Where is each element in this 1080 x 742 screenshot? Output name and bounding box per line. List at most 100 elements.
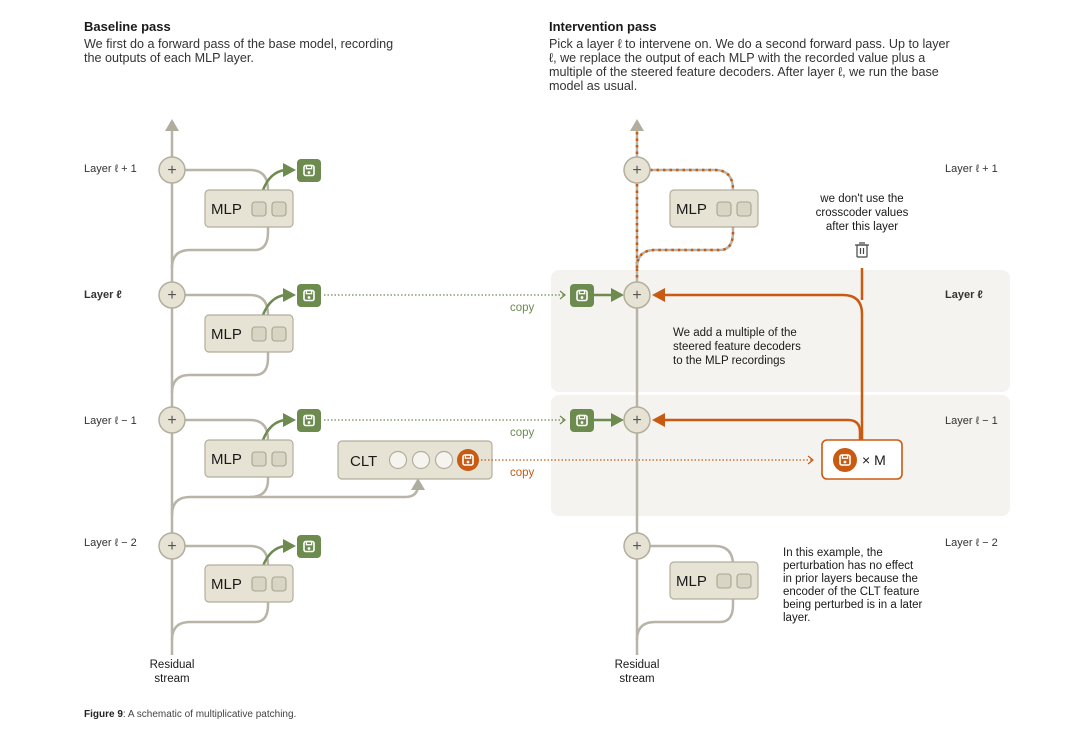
residual-stream-label: Residual (615, 659, 660, 671)
figure-caption: Figure 9: A schematic of multiplicative … (84, 709, 296, 720)
mlp-node: MLP (204, 189, 294, 228)
layer-label-l: Layer ℓ (945, 289, 983, 301)
mlp-node: MLP (204, 314, 294, 353)
baseline-description: We first do a forward pass of the base m… (84, 37, 394, 65)
scaled-feature-node: × M (821, 439, 903, 480)
layer-label-l-minus-2: Layer ℓ − 2 (84, 537, 137, 549)
copy-label: copy (510, 467, 535, 479)
save-icon (297, 159, 321, 182)
mlp-neuron-square (271, 451, 287, 467)
svg-text:crosscoder values: crosscoder values (816, 207, 909, 219)
mlp-neuron-square (251, 326, 267, 342)
copy-label: copy (510, 427, 535, 439)
svg-text:to the MLP recordings: to the MLP recordings (673, 355, 786, 367)
baseline-save-arrows (261, 168, 286, 567)
arrow-icon (611, 288, 624, 302)
svg-text:we don't use the: we don't use the (819, 193, 903, 205)
plus-icon: + (632, 412, 641, 429)
mlp-neuron-square (251, 451, 267, 467)
plus-icon: + (167, 412, 176, 429)
residual-add-node: + (158, 156, 186, 184)
mlp-node: MLP (204, 439, 294, 478)
arrow-icon (652, 288, 665, 302)
mlp-node: MLP (669, 189, 759, 228)
clt-save-icon (457, 449, 479, 471)
save-icon (297, 284, 321, 307)
discard-note: we don't use the crosscoder values after… (816, 193, 909, 233)
residual-stream-label: stream (154, 673, 189, 685)
mlp-label: MLP (211, 576, 242, 593)
save-icon (297, 535, 321, 558)
layer-l-panel (551, 270, 1010, 392)
svg-text:steered feature decoders: steered feature decoders (673, 341, 801, 353)
svg-text:after this layer: after this layer (826, 221, 898, 233)
svg-text:We add a multiple of the: We add a multiple of the (673, 327, 797, 339)
mlp-label: MLP (676, 201, 707, 218)
layer-l-minus-1-panel (551, 395, 1010, 516)
residual-add-node: + (158, 532, 186, 560)
residual-add-node: + (158, 281, 186, 309)
copy-arrow-icon (807, 455, 814, 465)
intervention-stream (630, 119, 644, 655)
mlp-neuron-square (716, 573, 732, 589)
copy-arrow-icon (559, 290, 566, 300)
residual-add-node: + (158, 406, 186, 434)
clt-input-arrow-icon (411, 478, 425, 490)
clt-feature-circle (434, 450, 454, 470)
arrow-icon (283, 163, 296, 177)
arrow-icon (283, 539, 296, 553)
residual-add-node: + (623, 281, 651, 309)
mlp-neuron-square (251, 576, 267, 592)
stream-arrow-icon (630, 119, 644, 131)
svg-text:in prior layers because the: in prior layers because the (783, 573, 918, 585)
layer-label-l-minus-1: Layer ℓ − 1 (945, 415, 998, 427)
arrow-icon (611, 413, 624, 427)
residual-stream-label: stream (619, 673, 654, 685)
svg-text:being perturbed is in a later: being perturbed is in a later (783, 599, 923, 611)
arrow-icon (283, 288, 296, 302)
svg-text:In this example, the: In this example, the (783, 547, 883, 559)
mlp-neuron-square (271, 201, 287, 217)
mlp-neuron-square (271, 326, 287, 342)
times-m-label: × M (862, 452, 886, 468)
intervention-title: Intervention pass (549, 19, 657, 34)
baseline-header: Baseline pass We first do a forward pass… (84, 19, 404, 65)
caption-text: : A schematic of multiplicative patching… (122, 709, 297, 720)
layer-label-l-minus-1: Layer ℓ − 1 (84, 415, 137, 427)
svg-text:layer.: layer. (783, 612, 811, 624)
mlp-label: MLP (211, 451, 242, 468)
clt-feature-circle (388, 450, 408, 470)
mlp-label: MLP (211, 326, 242, 343)
residual-add-node: + (623, 406, 651, 434)
plus-icon: + (167, 162, 176, 179)
plus-icon: + (632, 162, 641, 179)
save-icon (297, 409, 321, 432)
plus-icon: + (167, 287, 176, 304)
copy-arrow-icon (559, 415, 566, 425)
mlp-node: MLP (204, 564, 294, 603)
stream-arrow-icon (165, 119, 179, 131)
mlp-neuron-square (251, 201, 267, 217)
baseline-title: Baseline pass (84, 19, 171, 34)
mlp-neuron-square (271, 576, 287, 592)
arrow-icon (283, 413, 296, 427)
add-multiple-note: We add a multiple of the steered feature… (673, 327, 801, 367)
caption-label: Figure 9 (84, 709, 123, 720)
mlp-label: MLP (211, 201, 242, 218)
layer-label-l-plus-1: Layer ℓ + 1 (945, 163, 998, 175)
intervention-description: Pick a layer ℓ to intervene on. We do a … (549, 37, 950, 93)
layer-label-l-plus-1: Layer ℓ + 1 (84, 163, 137, 175)
mlp-neuron-square (736, 201, 752, 217)
mlp-node: MLP (669, 561, 759, 600)
clt-label: CLT (350, 453, 377, 470)
copy-lines (324, 294, 812, 461)
no-effect-note: In this example, the perturbation has no… (783, 547, 923, 624)
plus-icon: + (167, 538, 176, 555)
mlp-neuron-square (736, 573, 752, 589)
save-icon (833, 448, 857, 472)
steering-lines (664, 268, 864, 440)
intervention-header: Intervention pass Pick a layer ℓ to inte… (549, 19, 959, 93)
clt-node: CLT (337, 440, 493, 480)
residual-stream-label: Residual (150, 659, 195, 671)
